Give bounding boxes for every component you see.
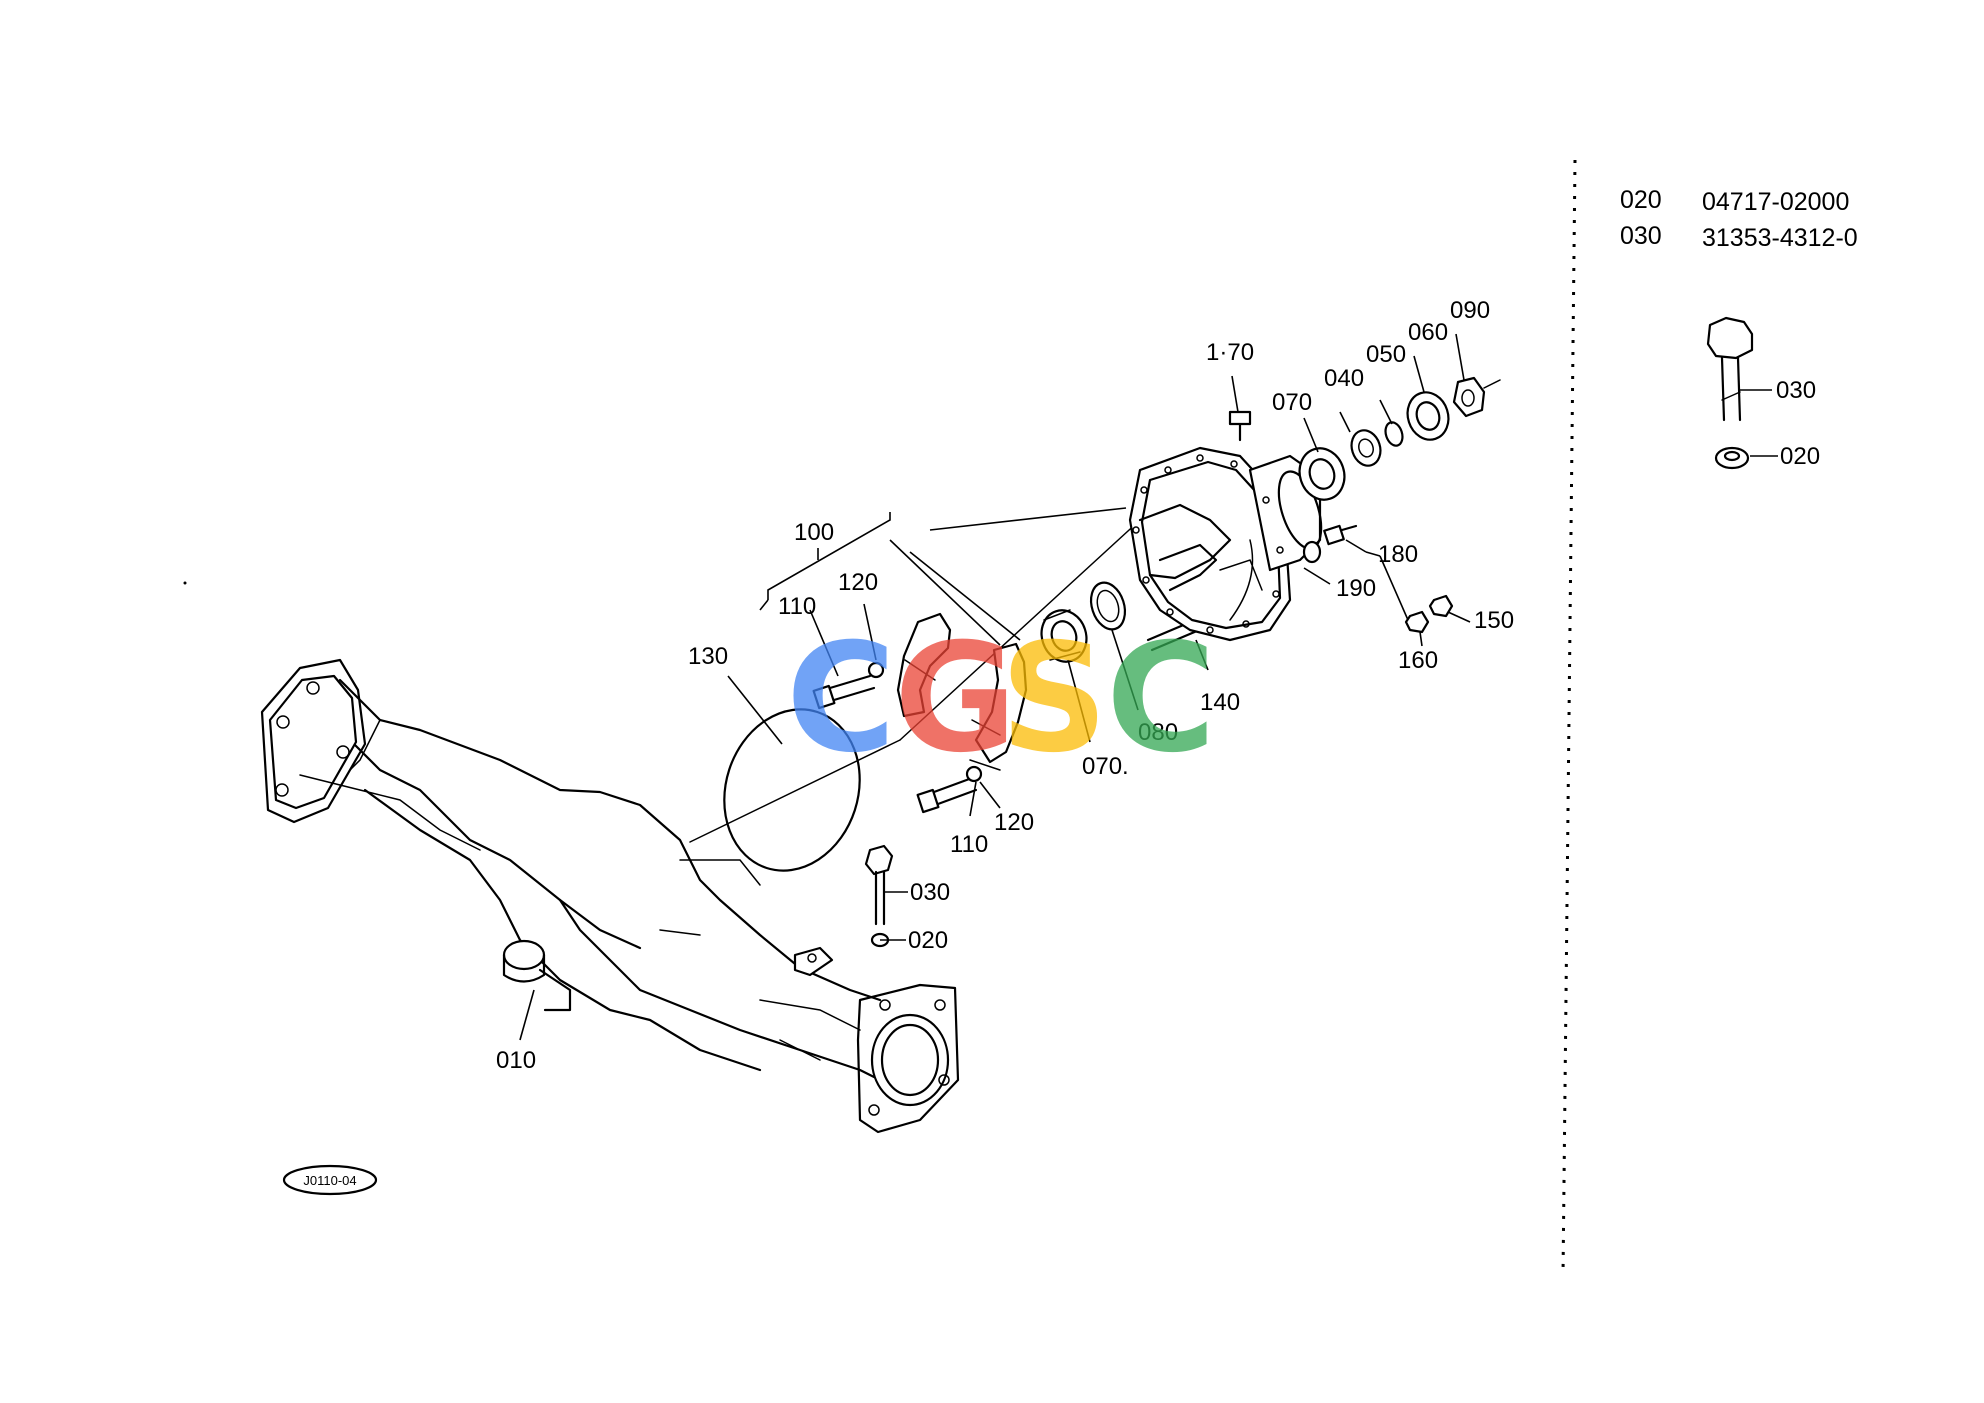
axle-housing-010 (260, 658, 960, 1134)
callout-100: 100 (794, 519, 834, 546)
section-divider (1561, 159, 1577, 1276)
inset-callout-020: 020 (1780, 443, 1820, 470)
nut-160 (1404, 610, 1430, 634)
o-ring-130 (723, 708, 861, 872)
callout-120-upper: 120 (838, 569, 878, 596)
callout-050: 050 (1366, 341, 1406, 368)
callout-030: 030 (910, 879, 950, 906)
callout-020: 020 (908, 927, 948, 954)
plug-180 (1323, 524, 1358, 546)
callout-170: 1·70 (1206, 339, 1254, 366)
callout-010: 010 (496, 1047, 536, 1074)
oil-seal-080 (1089, 581, 1127, 631)
callout-090: 090 (1450, 297, 1490, 324)
bearing-070-outer (1298, 447, 1346, 501)
callout-140: 140 (1200, 689, 1240, 716)
watermark: C G S C (786, 612, 1216, 786)
callout-110-lower: 110 (950, 831, 988, 858)
inset-plug-detail: 030 020 (1706, 316, 1820, 470)
watermark-letter-4: C (1106, 612, 1216, 786)
table-ref-020: 020 (1620, 186, 1662, 214)
table-ref-030: 030 (1620, 222, 1662, 250)
filler-plug-030 (864, 844, 894, 926)
callout-180: 180 (1378, 541, 1418, 568)
nut-150 (1428, 594, 1454, 618)
bolt-170 (1228, 410, 1252, 442)
nut-090 (1452, 376, 1501, 418)
table-partno-020: 04717-02000 (1702, 188, 1849, 216)
diagram-code-tag: J0110-04 (282, 1164, 378, 1196)
watermark-letter-1: C (786, 612, 896, 786)
bearing-060 (1406, 391, 1450, 441)
callout-130: 130 (688, 643, 728, 670)
callout-labels: 010 030 020 130 110 120 100 110 120 070.… (496, 297, 1514, 1074)
leader-lines (519, 333, 1471, 1041)
watermark-letter-3: S (1000, 612, 1108, 786)
callout-040: 040 (1324, 365, 1364, 392)
callout-060: 060 (1408, 319, 1448, 346)
table-partno-030: 31353-4312-0 (1702, 224, 1858, 252)
bearing-holder-100 (896, 612, 1028, 771)
washer-120-lower (965, 765, 983, 783)
bolt-110-upper (812, 674, 876, 710)
watermark-letter-2: G (894, 612, 1017, 786)
bearing-070-inner (1040, 609, 1088, 663)
callout-190: 190 (1336, 575, 1376, 602)
washer-190 (1302, 540, 1322, 564)
callout-160: 160 (1398, 647, 1438, 674)
parts-table: 020 04717-02000 030 31353-4312-0 (1620, 186, 1858, 252)
callout-110-upper: 110 (778, 593, 816, 620)
callout-150: 150 (1474, 607, 1514, 634)
diagram-code: J0110-04 (303, 1173, 356, 1188)
washer-120-upper (867, 661, 885, 679)
callout-070-upper: 070 (1272, 389, 1312, 416)
callout-080: 080 (1138, 719, 1178, 746)
circlip-050 (1384, 421, 1404, 447)
bearing-040 (1350, 429, 1382, 467)
callout-120-lower: 120 (994, 809, 1034, 836)
bolt-110-lower (916, 776, 978, 814)
inset-callout-030: 030 (1776, 377, 1816, 404)
callout-070-lower: 070. (1082, 753, 1129, 780)
